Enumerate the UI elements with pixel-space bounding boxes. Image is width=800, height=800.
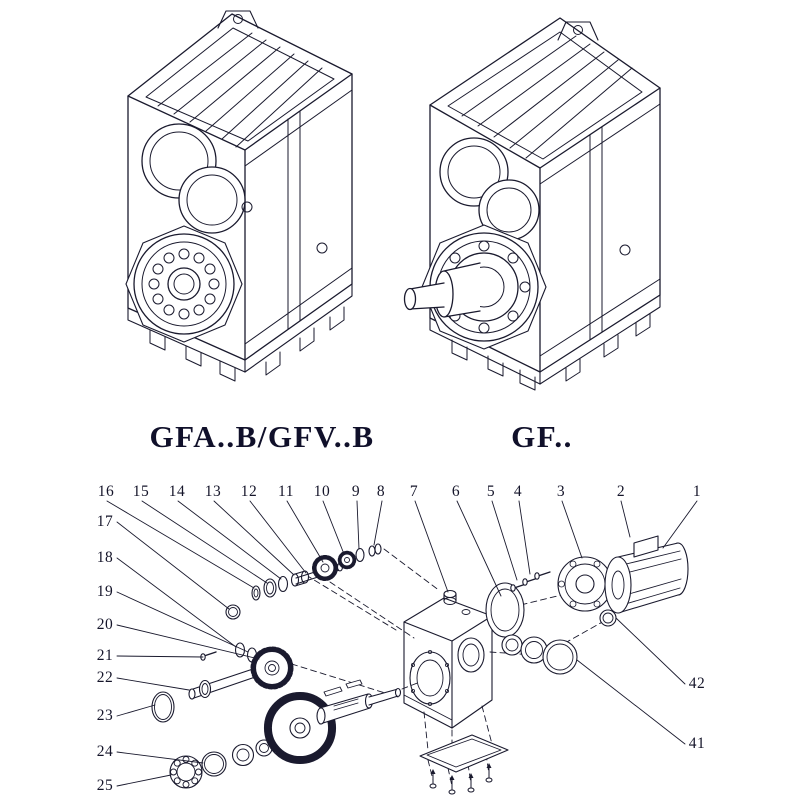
alignment-dashed-lines <box>281 548 607 787</box>
part-label-7: 7 <box>409 483 419 500</box>
part-label-22: 22 <box>96 669 114 686</box>
part-label-2: 2 <box>616 483 626 500</box>
bottom-plate-drawing <box>419 734 509 795</box>
part-label-1: 1 <box>692 483 702 500</box>
part-label-3: 3 <box>556 483 566 500</box>
part-label-12: 12 <box>240 483 258 500</box>
part-label-15: 15 <box>132 483 150 500</box>
input-shaft-assembly-drawing <box>251 543 382 601</box>
output-shaft-assembly-drawing <box>169 679 402 789</box>
part-label-8: 8 <box>376 483 386 500</box>
part-label-24: 24 <box>96 743 114 760</box>
part-label-9: 9 <box>351 483 361 500</box>
part-label-42: 42 <box>688 675 706 692</box>
part-label-11: 11 <box>278 483 294 500</box>
part-label-14: 14 <box>168 483 186 500</box>
part-label-25: 25 <box>96 777 114 794</box>
model-caption-right: GF.. <box>511 419 573 454</box>
motor-drawing <box>557 535 689 614</box>
part-label-17: 17 <box>96 513 114 530</box>
part-label-16: 16 <box>97 483 115 500</box>
gasket-and-rings-drawing <box>485 571 617 675</box>
part-label-5: 5 <box>486 483 496 500</box>
exploded-view-drawing <box>106 500 698 795</box>
part-label-23: 23 <box>96 707 114 724</box>
part-label-4: 4 <box>513 483 523 500</box>
housing-drawing <box>403 589 493 729</box>
gearbox-left-drawing <box>125 10 353 382</box>
leader-lines <box>106 500 698 787</box>
part-label-21: 21 <box>96 647 114 664</box>
intermediate-gear-assembly-drawing <box>151 604 294 723</box>
part-label-41: 41 <box>688 735 706 752</box>
part-label-20: 20 <box>96 616 114 633</box>
part-label-13: 13 <box>204 483 222 500</box>
gearbox-right-drawing <box>403 17 661 391</box>
model-caption-left: GFA..B/GFV..B <box>149 419 375 454</box>
part-label-6: 6 <box>451 483 461 500</box>
part-label-19: 19 <box>96 583 114 600</box>
part-label-18: 18 <box>96 549 114 566</box>
part-label-10: 10 <box>313 483 331 500</box>
